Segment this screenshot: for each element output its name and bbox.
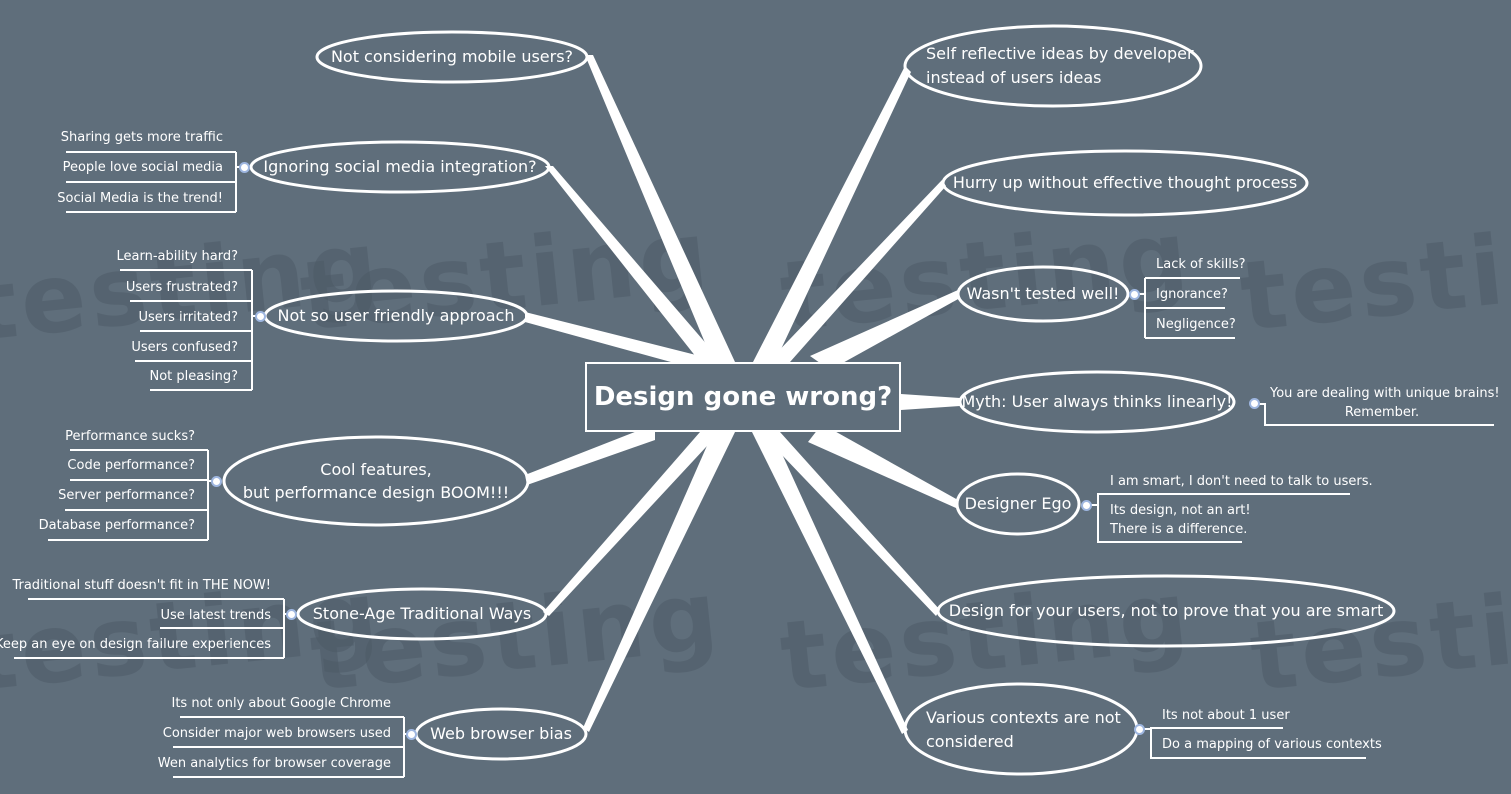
connector-ego [808, 424, 958, 508]
subtopic-friendly-4[interactable]: Users confused? [131, 340, 238, 355]
topic-ego-outline [955, 472, 1081, 536]
bracket-ego [1088, 493, 1350, 543]
connector-dot [1134, 724, 1145, 735]
topic-myth-outline [958, 370, 1236, 434]
topic-mobile-outline [315, 30, 589, 84]
subtopic-stone-1[interactable]: Traditional stuff doesn't fit in THE NOW… [12, 578, 271, 593]
topic-cool-line2[interactable]: but performance design BOOM!!! [242, 483, 510, 502]
subtopic-tested-1[interactable]: Lack of skills? [1156, 257, 1246, 272]
subtopic-ego-2-line1[interactable]: Its design, not an art! [1110, 503, 1251, 518]
subtopic-ego-2-line2[interactable]: There is a difference. [1110, 522, 1248, 537]
connector-dot [286, 609, 297, 620]
topic-mobile[interactable]: Not considering mobile users? [330, 47, 574, 66]
subtopic-friendly-1[interactable]: Learn-ability hard? [116, 249, 238, 264]
bracket-tested [1136, 277, 1240, 339]
subtopic-myth-line1[interactable]: You are dealing with unique brains! [1270, 386, 1500, 401]
bracket-contexts [1140, 727, 1366, 759]
bracket-myth [1256, 403, 1494, 426]
topic-reflect-line1[interactable]: Self reflective ideas by developer [926, 44, 1194, 63]
connector-tested [810, 290, 960, 370]
subtopic-browser-2[interactable]: Consider major web browsers used [162, 726, 391, 741]
topic-stone-outline [296, 587, 548, 641]
topic-contexts-line2[interactable]: considered [926, 732, 1014, 751]
subtopic-cool-1[interactable]: Performance sucks? [65, 429, 195, 444]
topic-browser[interactable]: Web browser bias [430, 724, 572, 743]
connector-dot [255, 311, 266, 322]
subtopic-friendly-5[interactable]: Not pleasing? [149, 369, 238, 384]
subtopic-cool-4[interactable]: Database performance? [38, 518, 195, 533]
subtopic-contexts-2[interactable]: Do a mapping of various contexts [1162, 737, 1382, 752]
subtopic-cool-3[interactable]: Server performance? [58, 488, 195, 503]
connector-myth [901, 394, 960, 410]
connector-design-users [760, 432, 940, 616]
topic-social[interactable]: Ignoring social media integration? [263, 157, 537, 176]
subtopic-tested-2[interactable]: Ignorance? [1156, 287, 1228, 302]
connector-stone [543, 432, 720, 616]
connector-cool [525, 424, 655, 485]
connector-reflect [753, 66, 911, 362]
topic-hurry[interactable]: Hurry up without effective thought proce… [952, 173, 1298, 192]
topic-tested-outline [956, 265, 1130, 323]
topic-myth[interactable]: Myth: User always thinks linearly! [961, 392, 1233, 411]
topic-cool-line1[interactable]: Cool features, [320, 460, 432, 479]
topic-stone[interactable]: Stone-Age Traditional Ways [312, 604, 532, 623]
subtopic-ego-1[interactable]: I am smart, I don't need to talk to user… [1110, 474, 1373, 489]
subtopic-stone-3[interactable]: Keep an eye on design failure experience… [0, 637, 271, 652]
bracket-social [66, 151, 245, 213]
topic-friendly[interactable]: Not so user friendly approach [277, 306, 515, 325]
connector-friendly [525, 312, 700, 370]
connector-dot [211, 476, 222, 487]
connector-dot [239, 162, 250, 173]
subtopic-cool-2[interactable]: Code performance? [67, 458, 195, 473]
topic-design-users[interactable]: Design for your users, not to prove that… [948, 601, 1384, 620]
subtopic-social-3[interactable]: Social Media is the trend! [57, 191, 223, 206]
connector-contexts [752, 432, 908, 734]
topic-social-outline [249, 140, 551, 194]
subtopic-friendly-3[interactable]: Users irritated? [138, 310, 238, 325]
subtopic-browser-3[interactable]: Wen analytics for browser coverage [157, 756, 391, 771]
connector-hurry [768, 180, 946, 362]
connector-dot [1129, 289, 1140, 300]
connector-dot [1249, 398, 1260, 409]
topic-contexts-line1[interactable]: Various contexts are not [926, 708, 1121, 727]
connector-dot [406, 729, 417, 740]
subtopic-tested-3[interactable]: Negligence? [1156, 317, 1236, 332]
subtopic-browser-1[interactable]: Its not only about Google Chrome [171, 696, 392, 711]
subtopic-social-1[interactable]: Sharing gets more traffic [60, 130, 223, 145]
subtopic-friendly-2[interactable]: Users frustrated? [125, 280, 238, 295]
connector-browser [583, 432, 735, 732]
topic-cool-outline [222, 435, 530, 527]
topic-design-users-outline [936, 574, 1396, 648]
subtopic-myth-line2[interactable]: Remember. [1344, 405, 1420, 420]
topic-hurry-outline [941, 149, 1309, 217]
connector-social [545, 166, 722, 362]
subtopic-social-2[interactable]: People love social media [62, 160, 223, 175]
subtopic-contexts-1[interactable]: Its not about 1 user [1162, 708, 1290, 723]
connector-dot [1081, 500, 1092, 511]
topic-reflect-line2[interactable]: instead of users ideas [926, 68, 1102, 87]
topic-reflect-outline [903, 24, 1203, 108]
central-topic[interactable]: Design gone wrong? [585, 362, 901, 432]
subtopic-stone-2[interactable]: Use latest trends [160, 608, 271, 623]
topic-tested[interactable]: Wasn't tested well! [966, 284, 1120, 303]
topic-ego[interactable]: Designer Ego [964, 494, 1072, 513]
connector-mobile [585, 55, 735, 362]
